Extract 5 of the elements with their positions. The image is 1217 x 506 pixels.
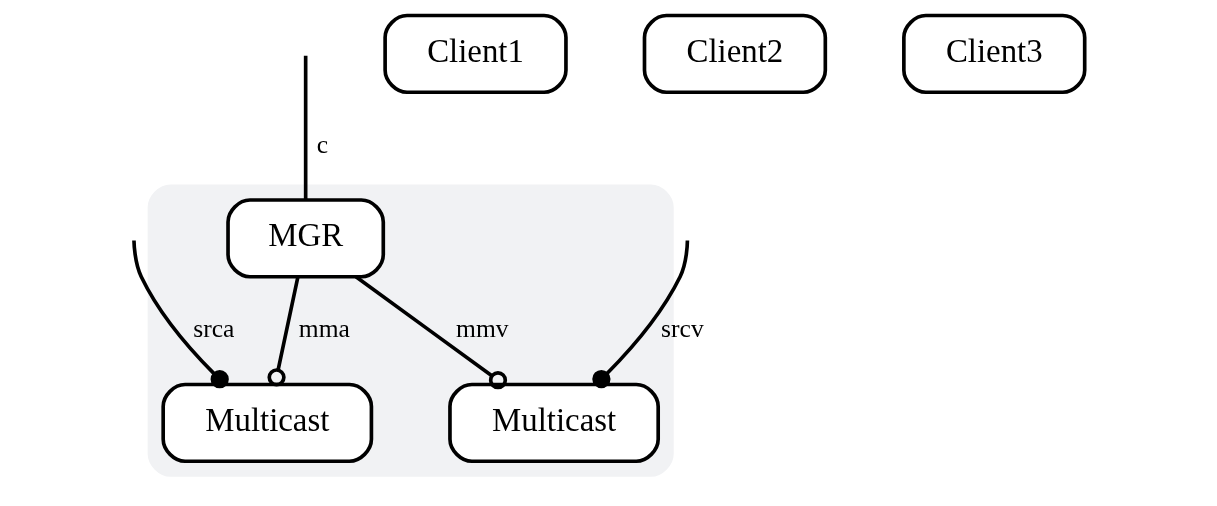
edge-label: srcv [660,314,704,344]
edge-label: mma [298,314,350,344]
edge-label: mmv [455,314,509,344]
edge-label: c [316,129,328,159]
edge-label: srca [192,314,234,344]
